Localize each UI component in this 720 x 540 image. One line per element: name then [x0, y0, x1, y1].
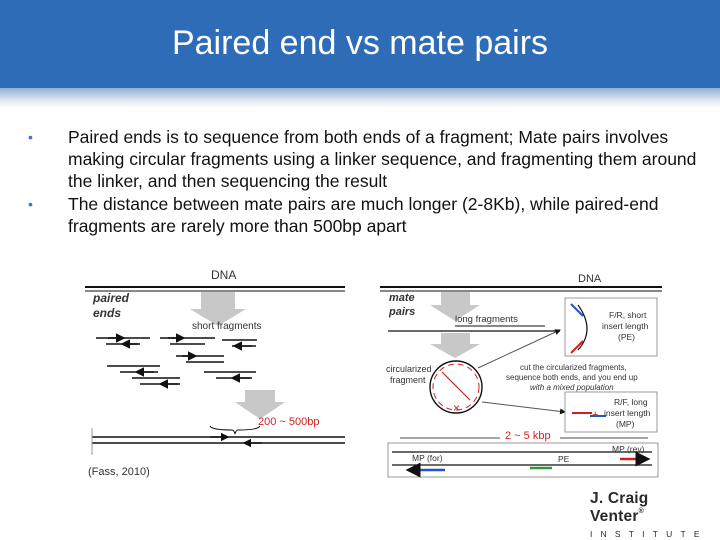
institute-logo: J. Craig Venter® INSTITUTE — [590, 490, 702, 530]
fr-label: insert length — [602, 321, 649, 331]
rf-label: R/F, long — [614, 397, 648, 407]
paired-end-panel: DNA paired ends short fragments — [85, 268, 345, 478]
insert-size-label: 200 ~ 500bp — [258, 416, 319, 428]
ends-label: ends — [93, 306, 121, 320]
left-dna-label: DNA — [211, 268, 236, 282]
mp-rev-label: MP (rev) — [612, 444, 645, 454]
short-fragments-label: short fragments — [192, 321, 261, 332]
cut-description: with a mixed population — [530, 383, 614, 392]
cut-description: cut the circularized fragments, — [520, 363, 627, 372]
fragment-label: fragment — [390, 375, 426, 385]
rf-label: (MP) — [616, 419, 635, 429]
insert-brace — [210, 426, 260, 434]
cut-line — [442, 372, 470, 400]
cut-mark: × — [453, 401, 460, 415]
right-dna-label: DNA — [578, 273, 602, 285]
circularized-label: circularized — [386, 364, 432, 374]
circularize-arrow-icon — [430, 333, 480, 358]
cut-description: sequence both ends, and you end up — [506, 373, 638, 382]
assembly-arrow-icon — [235, 390, 285, 419]
pointer-arrow-icon — [482, 402, 565, 412]
mp-insert-size-label: 2 ~ 5 kbp — [505, 430, 551, 442]
long-fragments-label: long fragments — [455, 314, 518, 325]
citation-label: (Fass, 2010) — [88, 466, 150, 478]
short-fragment-reads — [96, 338, 257, 384]
paired-label: paired — [92, 291, 130, 305]
logo-subtitle: INSTITUTE — [590, 529, 702, 539]
mate-pair-panel: DNA mate pairs long fragments circulariz… — [380, 273, 662, 477]
pe-label: PE — [558, 454, 570, 464]
mate-label: mate — [389, 292, 415, 304]
logo-trademark: ® — [639, 508, 644, 515]
fr-label: F/R, short — [609, 310, 647, 320]
pairs-label: pairs — [388, 306, 415, 318]
fr-label: (PE) — [618, 332, 635, 342]
rf-label: insert length — [604, 408, 651, 418]
mp-for-label: MP (for) — [412, 453, 443, 463]
junction-mark: + — [592, 409, 598, 421]
